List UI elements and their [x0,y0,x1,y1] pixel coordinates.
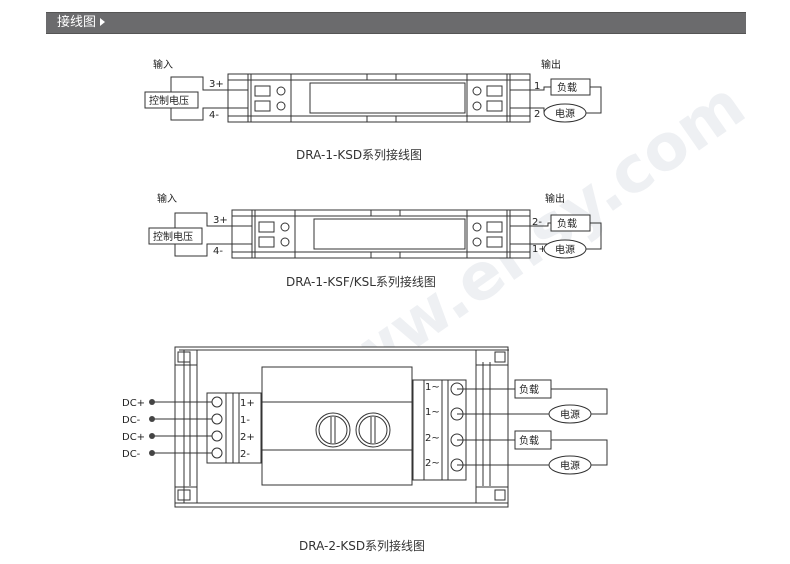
caret-right-icon [100,18,105,26]
dc-label: DC- [122,449,141,460]
ac-outputs: 1~ 1~ 2~ 2~ 负载 电源 负载 电源 [425,379,608,475]
terminal-1plus: 1+ [532,244,547,255]
output-label: 输出 [545,192,565,205]
terminal-2minus: 2- [532,217,542,228]
terminal-4minus: 4- [213,246,223,257]
load-box [514,430,552,450]
terminal-label: 1~ [425,382,440,393]
adjust-knob [315,412,351,448]
caption: DRA-1-KSD系列接线图 [296,147,422,162]
output-label: 输出 [541,58,561,71]
terminal-3plus: 3+ [213,215,228,226]
control-voltage-label: 控制电压 [149,94,189,107]
caption: DRA-1-KSF/KSL系列接线图 [286,274,436,289]
caption: DRA-2-KSD系列接线图 [299,538,425,553]
label-window [309,82,466,114]
load-label: 负载 [519,383,539,396]
label-window [313,218,466,250]
terminal-label: 2+ [240,432,255,443]
diagram-dra-1-ksf-ksl: 输入 输出 控制电压 3+ 4- 2- 1+ 负载 电源 DRA-1-KSF/K… [148,192,602,289]
adjust-knob [355,412,391,448]
dc-label: DC+ [122,432,145,443]
terminal-4minus: 4- [209,110,219,121]
terminal-label: 2~ [425,433,440,444]
terminal-label: 2~ [425,458,440,469]
terminal-label: 1~ [425,407,440,418]
input-label: 输入 [157,192,177,205]
power-source [543,239,587,259]
dc-label: DC- [122,415,141,426]
load-label: 负载 [557,217,577,230]
terminal-2: 2 [534,109,540,120]
control-voltage-label: 控制电压 [153,230,193,243]
section-header: 接线图 [46,12,746,34]
control-voltage-box [144,91,199,109]
power-source [548,455,592,475]
load-label: 负载 [557,81,577,94]
terminal-1: 1 [534,81,540,92]
power-label: 电源 [560,408,580,421]
load-label: 负载 [519,434,539,447]
power-label: 电源 [555,243,575,256]
power-label: 电源 [560,459,580,472]
power-label: 电源 [555,107,575,120]
terminal-label: 1+ [240,398,255,409]
load-box [550,214,591,232]
section-title: 接线图 [57,15,97,30]
power-source [543,103,587,123]
terminal-3plus: 3+ [209,79,224,90]
terminal-label: 1- [240,415,250,426]
power-source [548,404,592,424]
terminal-label: 2- [240,449,250,460]
diagram-dra-1-ksd: 输入 输出 控制电压 3+ 4- 1 2 负载 电源 DRA-1-KSD系列接线… [144,58,602,162]
input-label: 输入 [153,58,173,71]
load-box [514,379,552,399]
diagram-dra-2-ksd: DC+ DC- DC+ DC- 1+ 1- 2+ 2- 1~ 1~ 2~ 2~ … [122,346,608,553]
dc-inputs: DC+ DC- DC+ DC- 1+ 1- 2+ 2- [122,396,255,460]
control-voltage-box [148,227,203,245]
load-box [550,78,591,96]
dc-label: DC+ [122,398,145,409]
